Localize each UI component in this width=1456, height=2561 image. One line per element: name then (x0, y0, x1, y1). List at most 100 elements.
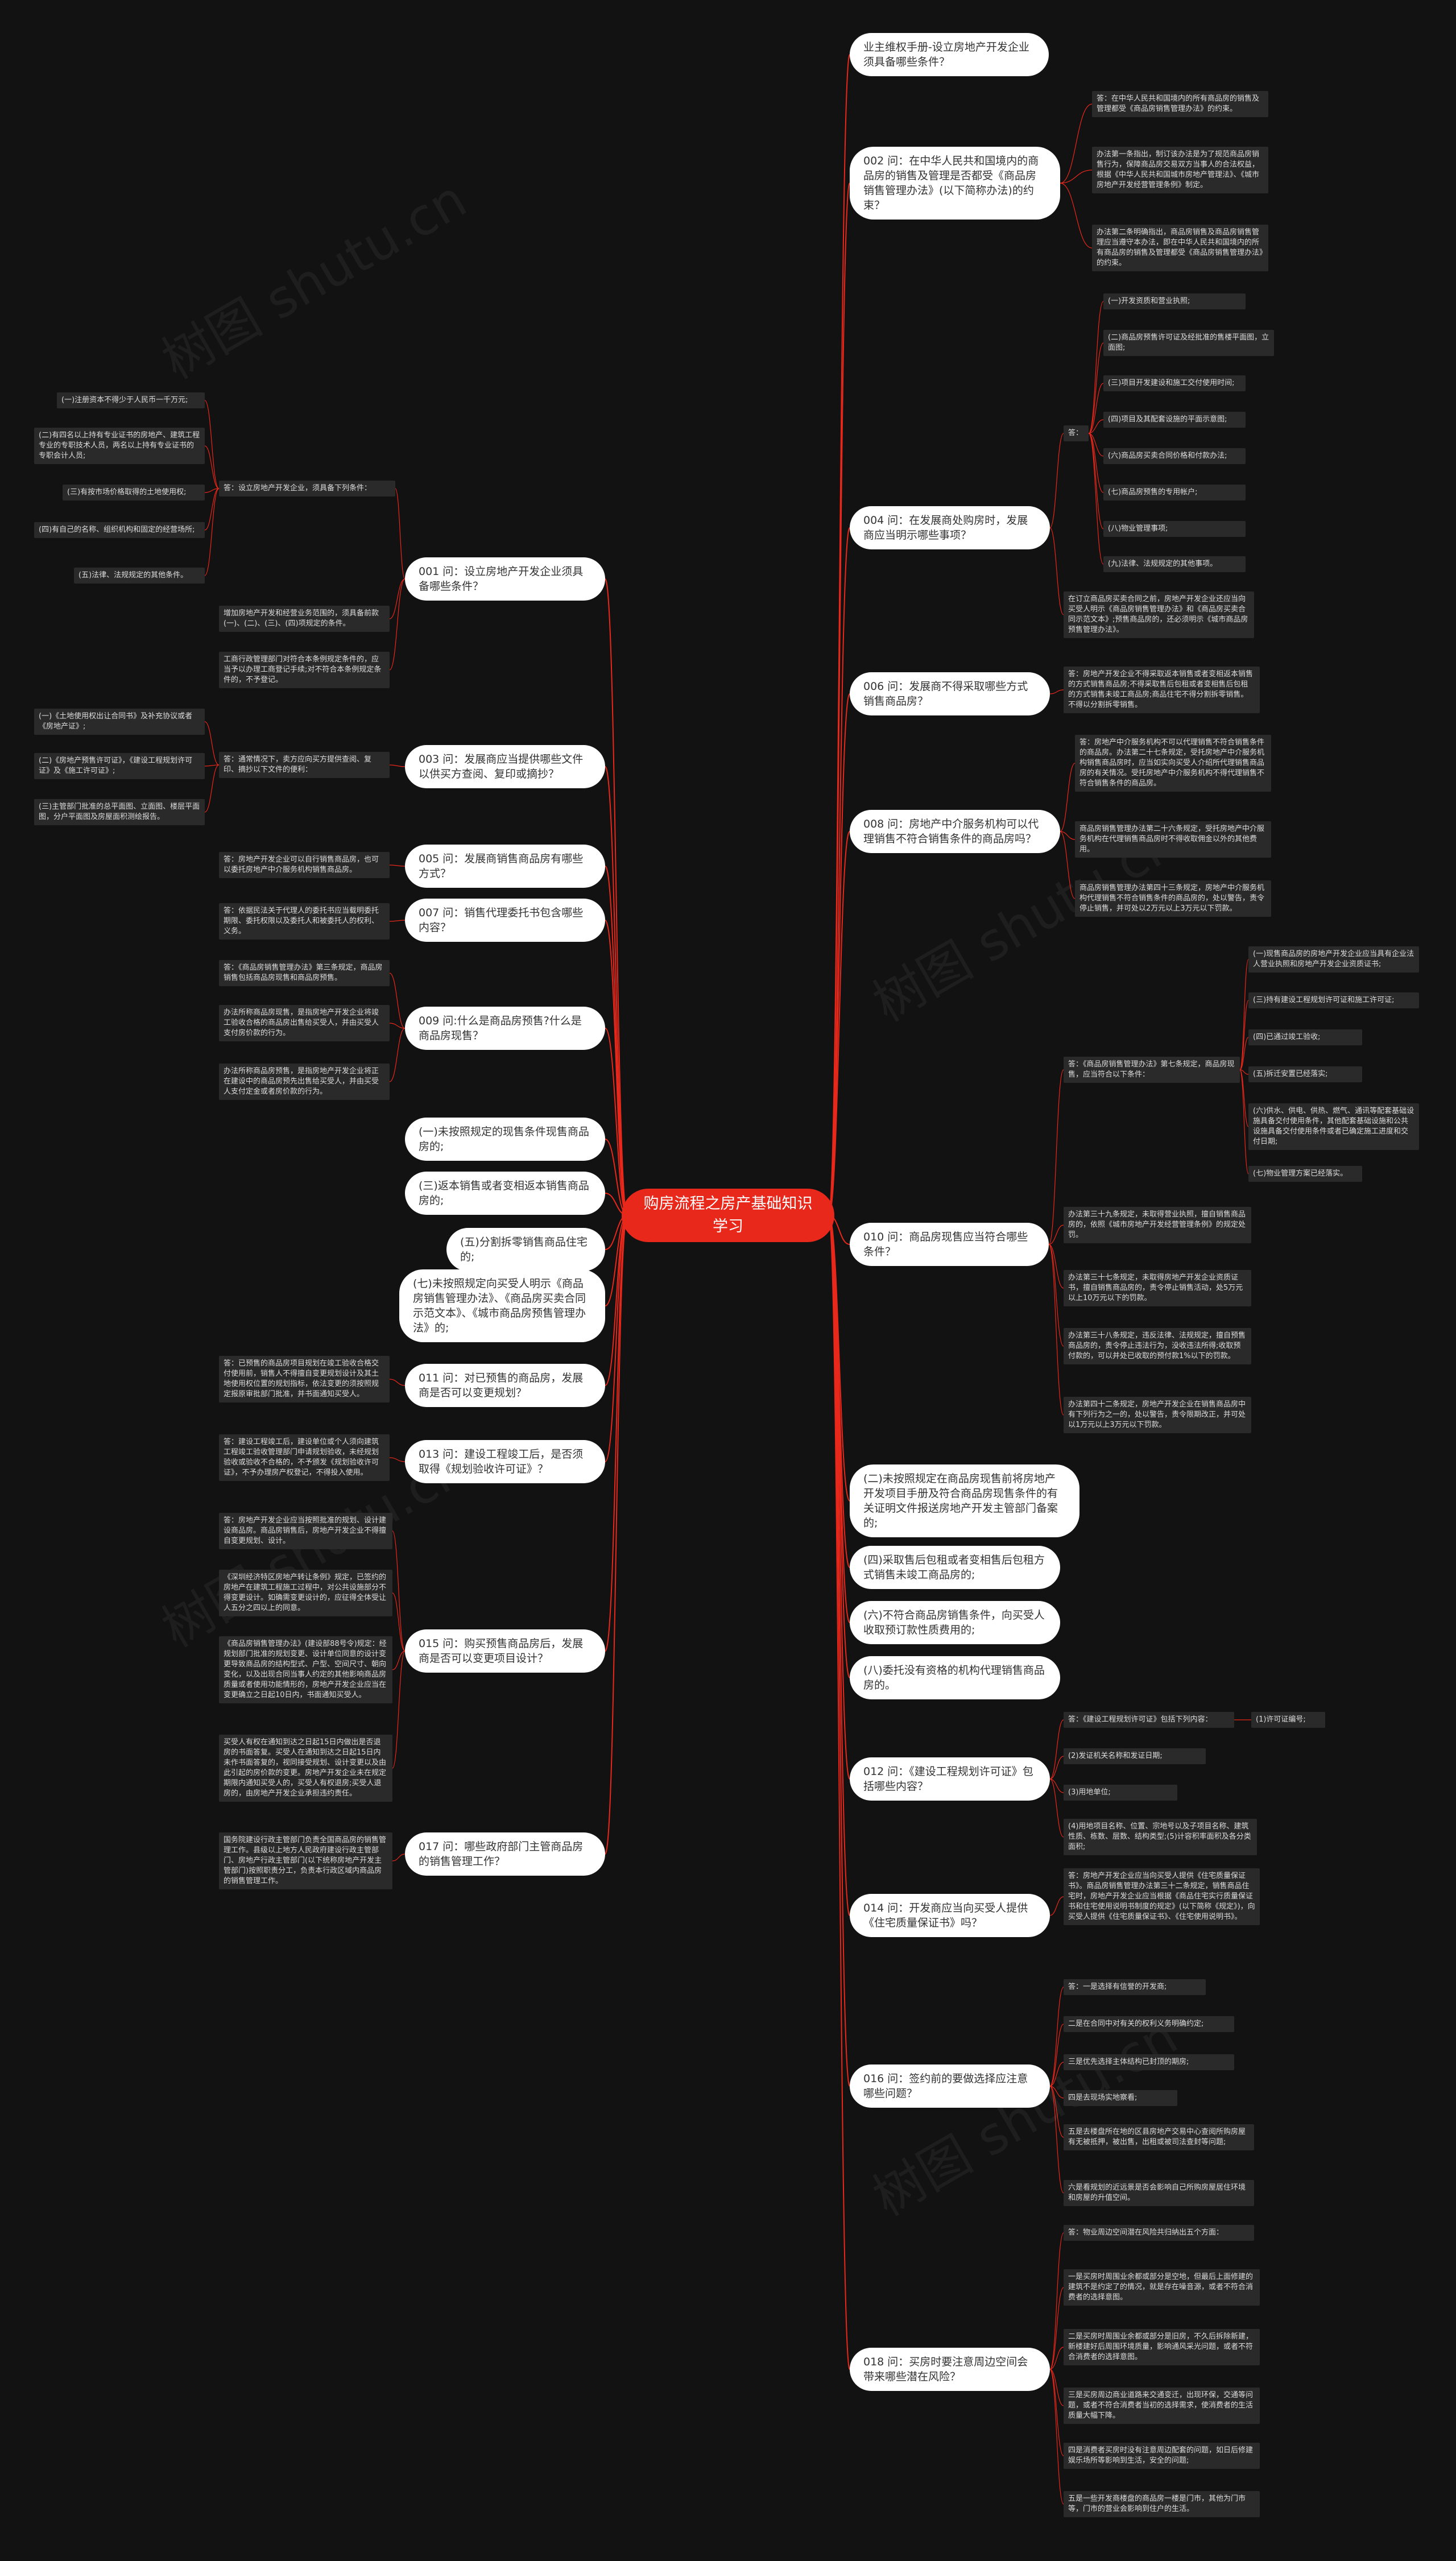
connector (1088, 383, 1104, 434)
question-node[interactable]: 009 问:什么是商品房预售?什么是商品房现售？ (405, 1007, 605, 1050)
note: (七)物业管理方案已经落实。 (1248, 1166, 1362, 1182)
connector (828, 693, 850, 1216)
question-node[interactable]: 001 问：设立房地产开发企业须具备哪些条件？ (405, 557, 605, 601)
connector (1049, 2369, 1064, 2456)
connector (1049, 433, 1064, 528)
question-node[interactable]: 014 问：开发商应当向买受人提供《住宅质量保证书》吗？ (850, 1894, 1050, 1937)
connector (1060, 763, 1076, 832)
connector (605, 1215, 628, 1855)
connector (605, 578, 628, 1216)
note: (一)注册资本不得少于人民币一千万元; (57, 392, 205, 408)
question-node[interactable]: 006 问：发展商不得采取哪些方式销售商品房？ (850, 672, 1050, 715)
connector (1049, 2086, 1064, 2099)
note: 五是一些开发商楼盘的商品房一楼是门市，其他为门市等，门市的营业会影响到住户的生活… (1064, 2491, 1260, 2517)
question-node[interactable]: 016 问：签约前的要做选择应注意哪些问题？ (850, 2064, 1050, 2108)
connector (1049, 2024, 1064, 2087)
note: 答：设立房地产开发企业，须具备下列条件： (219, 481, 395, 497)
note: (九)法律、法规规定的其他事项。 (1103, 556, 1246, 572)
question-node[interactable]: 007 问：销售代理委托书包含哪些内容？ (405, 899, 605, 942)
note: (五)拆迁安置已经落实; (1248, 1066, 1362, 1082)
connector (605, 1215, 628, 1462)
connector (392, 1853, 406, 1861)
connector (1048, 1224, 1064, 1245)
note: (四)已通过竣工验收; (1248, 1029, 1362, 1045)
connector (392, 1530, 406, 1652)
note: 国务院建设行政主管部门负责全国商品房的销售管理工作。县级以上地方人民政府建设行政… (219, 1832, 392, 1889)
note: 二是买房时周围业余都或部分是旧房，不久后拆除新建，新楼建好后周围环境质量，影响通… (1064, 2329, 1260, 2365)
connector (1239, 1037, 1249, 1070)
note: 答：房地产开发企业应当向买受人提供《住宅质量保证书》。商品房销售管理办法第三十二… (1064, 1868, 1260, 1925)
connector (389, 864, 406, 867)
note: (四)项目及其配套设施的平面示意图; (1103, 412, 1246, 428)
note: 答：《建设工程规划许可证》包括下列内容： (1064, 1712, 1234, 1728)
question-node[interactable]: (五)分割拆零销售商品住宅的; (446, 1228, 605, 1271)
connector (204, 488, 220, 576)
connector (605, 920, 628, 1216)
note: 办法第一条指出，制订该办法是为了规范商品房销售行为，保障商品房交易双方当事人的合… (1092, 147, 1268, 193)
question-node[interactable]: 004 问：在发展商处购房时，发展商应当明示哪些事项？ (850, 506, 1050, 549)
connector (1088, 342, 1104, 434)
question-node[interactable]: (三)返本销售或者变相返本销售商品房的; (405, 1172, 605, 1215)
connector (204, 764, 220, 813)
connector (204, 488, 220, 493)
note: (六)供水、供电、供热、燃气、通讯等配套基础设施具备交付使用条件，其他配套基础设… (1248, 1103, 1419, 1150)
connector (828, 183, 850, 1216)
connector (1088, 433, 1104, 457)
note: (一)开发资质和营业执照; (1103, 293, 1246, 309)
note: 《商品房销售管理办法》(建设部88号令)规定：经规划部门批准的规划变更、设计单位… (219, 1636, 392, 1703)
question-node[interactable]: 010 问：商品房现售应当符合哪些条件？ (850, 1223, 1049, 1266)
connector (1049, 1987, 1064, 2087)
note: (五)法律、法规规定的其他条件。 (74, 568, 205, 584)
connector (389, 1023, 406, 1029)
note: (三)有按市场价格取得的土地使用权; (63, 485, 205, 500)
connector (1049, 2369, 1064, 2505)
note: (二)商品房预售许可证及经批准的售楼平面图，立面图; (1103, 330, 1274, 356)
question-node[interactable]: (六)不符合商品房销售条件，向买受人收取预订款性质费用的; (850, 1601, 1060, 1644)
note: 答：《商品房销售管理办法》第七条规定，商品房现售，应当符合以下条件： (1064, 1057, 1240, 1083)
note: (2)发证机关名称和发证日期; (1064, 1748, 1206, 1764)
note: 一是买房时周围业余都或部分是空地，但最后上面修建的建筑不是约定了的情况，就是存在… (1064, 2269, 1260, 2306)
connector (828, 1215, 850, 2370)
question-node[interactable]: 012 问：《建设工程规划许可证》包括哪些内容？ (850, 1757, 1050, 1801)
question-node[interactable]: (四)采取售后包租或者变相售后包租方式销售未竣工商品房的; (850, 1546, 1060, 1589)
connector (389, 1379, 406, 1386)
question-node[interactable]: 008 问：房地产中介服务机构可以代理销售不符合销售条件的商品房吗？ (850, 810, 1060, 853)
note: 答：依据民法关于代理人的委托书应当载明委托期限、委托权限以及委托人和被委托人的权… (219, 903, 390, 940)
question-node[interactable]: 005 问：发展商销售商品房有哪些方式？ (405, 845, 605, 888)
question-node[interactable]: 002 问：在中华人民共和国境内的商品房的销售及管理是否都受《商品房销售管理办法… (850, 147, 1060, 220)
connector (389, 1028, 406, 1082)
note: 办法所称商品房预售，是指房地产开发企业将正在建设中的商品房预先出售给买受人，并由… (219, 1064, 390, 1100)
connector (1049, 1778, 1064, 1793)
question-node[interactable]: (一)未按照规定的现售条件现售商品房的; (405, 1118, 605, 1161)
note: 四是消费者买房时没有注意周边配套的问题，如日后修建娱乐场所等影响到生活，安全的问… (1064, 2443, 1260, 2469)
note: 答：房地产开发企业不得采取返本销售或者变相返本销售的方式销售商品房;不得采取售后… (1064, 667, 1260, 713)
question-node[interactable]: 业主维权手册-设立房地产开发企业须具备哪些条件？ (850, 33, 1049, 76)
note: 四是去现场实地察看; (1064, 2090, 1177, 2106)
note: 办法所称商品房现售，是指房地产开发企业将竣工验收合格的商品房出售给买受人，并由买… (219, 1005, 390, 1041)
connector (389, 578, 406, 619)
question-node[interactable]: 018 问：买房时要注意周边空间会带来哪些潜在风险？ (850, 2348, 1050, 2391)
connector (1048, 1244, 1064, 1347)
connector (1048, 1244, 1064, 1416)
question-node[interactable]: 003 问：发展商应当提供哪些文件以供买方查阅、复印或摘抄？ (405, 745, 605, 788)
note: (七)商品房预售的专用帐户; (1103, 485, 1246, 500)
connector (1239, 1069, 1249, 1127)
note: 答：房地产开发企业应当按照批准的规划、设计建设商品房。商品房销售后，房地产开发企… (219, 1513, 392, 1549)
connector (389, 1457, 406, 1462)
note: 答：通常情况下，卖方应向买方提供查阅、复印、摘抄以下文件的便利： (219, 752, 390, 778)
note: 答：在中华人民共和国境内的所有商品房的销售及管理都受《商品房销售管理办法》的约束… (1092, 91, 1268, 117)
central-topic[interactable]: 购房流程之房产基础知识学习 (622, 1189, 834, 1242)
connector (389, 764, 406, 767)
question-node[interactable]: 017 问：哪些政府部门主管商品房的销售管理工作？ (405, 1832, 605, 1876)
connector (1049, 689, 1064, 694)
question-node[interactable]: (七)未按照规定向买受人明示《商品房销售管理办法》、《商品房买卖合同示范文本》、… (399, 1269, 605, 1342)
note: (三)项目开发建设和施工交付使用时间; (1103, 375, 1246, 391)
connector (389, 578, 406, 671)
question-node[interactable]: 013 问：建设工程竣工后，是否须取得《规划验收许可证》？ (405, 1440, 605, 1483)
question-node[interactable]: 015 问：购买预售商品房后，发展商是否可以变更项目设计？ (405, 1629, 605, 1673)
question-node[interactable]: (八)委托没有资格的机构代理销售商品房的。 (850, 1656, 1060, 1699)
connector (605, 1215, 628, 1652)
question-node[interactable]: 011 问：对已预售的商品房，发展商是否可以变更规划？ (405, 1364, 605, 1407)
question-node[interactable]: (二)未按照规定在商品房现售前将房地产开发项目手册及符合商品房现售条件的有关证明… (850, 1464, 1079, 1537)
